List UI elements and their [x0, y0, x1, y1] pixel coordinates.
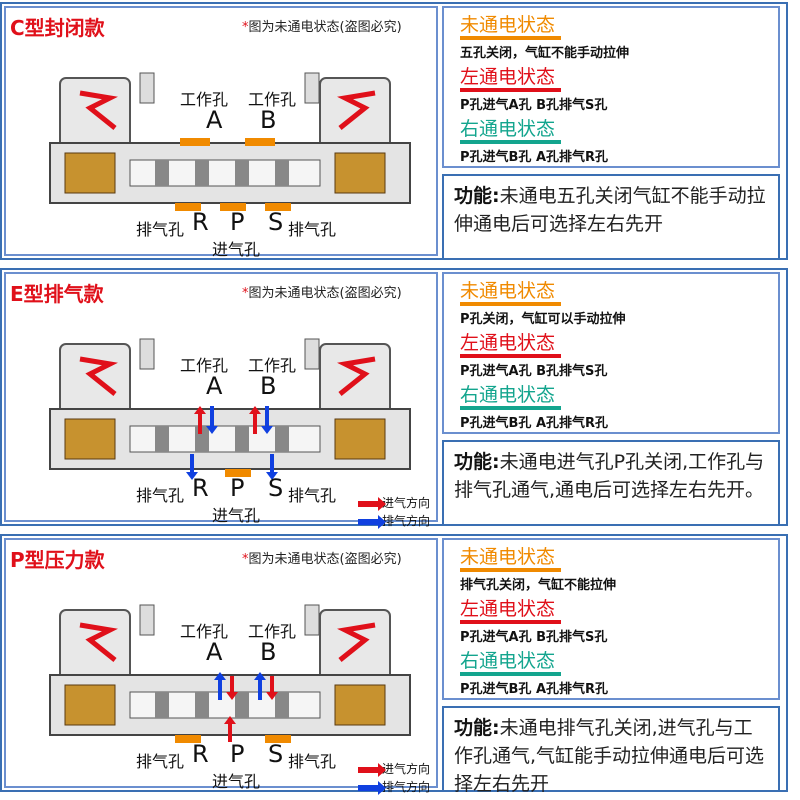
lightning-icon: [337, 622, 376, 662]
valve-diagram: 工作孔 工作孔 A B 排气孔 R P S 排气孔 进气孔 进气方向 排气方向: [20, 314, 430, 529]
section-title: C型封闭款: [10, 16, 105, 40]
label-work-port-a: 工作孔: [180, 90, 229, 109]
status-box: 未通电状态 五孔关闭，气缸不能手动拉伸 左通电状态 P孔进气A孔 B孔排气S孔 …: [442, 6, 780, 168]
right-solenoid: [334, 152, 386, 194]
legend-intake: 进气方向: [358, 494, 430, 511]
left-solenoid: [64, 152, 116, 194]
lightning-icon: [79, 356, 118, 396]
status-right-powered: 右通电状态 P孔进气B孔 A孔排气R孔: [460, 384, 609, 431]
section-p-type: P型压力款 *图为未通电状态(盗图必究): [0, 534, 788, 795]
legend-exhaust: 排气方向: [358, 778, 430, 795]
left-terminal: [139, 72, 155, 104]
label-inlet: 进气孔: [212, 240, 261, 259]
legend-intake: 进气方向: [358, 760, 430, 777]
label-r: R: [192, 474, 209, 502]
section-c-type: C型封闭款 *图为未通电状态(盗图必究): [0, 2, 788, 260]
valve-illustration: [49, 72, 411, 211]
valve-illustration: [49, 604, 411, 743]
port-seal: [245, 138, 275, 146]
status-left-powered: 左通电状态 P孔进气A孔 B孔排气S孔: [460, 66, 608, 113]
valve-diagram: 工作孔 工作孔 A B 排气孔 R P S 排气孔 进气孔: [20, 48, 430, 259]
lightning-icon: [337, 90, 376, 130]
function-box: 功能:未通电排气孔关闭,进气孔与工作孔通气,气缸能手动拉伸通电后可选择左右先开: [442, 706, 780, 795]
copyright-note: *图为未通电状态(盗图必究): [242, 20, 402, 35]
label-work-port-a: 工作孔: [180, 356, 229, 375]
label-r: R: [192, 208, 209, 236]
label-s: S: [268, 208, 284, 236]
port-seal: [175, 203, 201, 211]
function-box: 功能:未通电五孔关闭气缸不能手动拉伸通电后可选择左右先开: [442, 174, 780, 260]
diagram-panel: E型排气款 *图为未通电状态(盗图必究): [4, 272, 438, 529]
spool-land: [235, 160, 249, 186]
section-title: P型压力款: [10, 548, 105, 572]
function-box: 功能:未通电进气孔P孔关闭,工作孔与排气孔通气,通电后可选择左右先开。: [442, 440, 780, 526]
valve-illustration: [49, 338, 411, 480]
lightning-icon: [79, 90, 118, 130]
section-title: E型排气款: [10, 282, 104, 306]
label-s: S: [268, 474, 284, 502]
copyright-note: *图为未通电状态(盗图必究): [242, 286, 402, 301]
label-work-port-b: 工作孔: [248, 622, 297, 641]
label-s: S: [268, 740, 284, 768]
section-e-type: E型排气款 *图为未通电状态(盗图必究): [0, 268, 788, 529]
label-p: P: [230, 208, 245, 236]
status-left-powered: 左通电状态 P孔进气A孔 B孔排气S孔: [460, 598, 608, 645]
status-unpowered: 未通电状态 排气孔关闭，气缸不能拉伸: [460, 546, 617, 593]
label-r: R: [192, 740, 209, 768]
label-exhaust-left: 排气孔: [136, 486, 185, 505]
label-p: P: [230, 740, 245, 768]
status-unpowered: 未通电状态 五孔关闭，气缸不能手动拉伸: [460, 14, 630, 61]
status-right-powered: 右通电状态 P孔进气B孔 A孔排气R孔: [460, 650, 609, 697]
label-a: A: [206, 638, 223, 666]
label-work-port-b: 工作孔: [248, 90, 297, 109]
label-inlet: 进气孔: [212, 506, 261, 525]
lightning-icon: [337, 356, 376, 396]
spool-land: [195, 160, 209, 186]
label-b: B: [260, 638, 277, 666]
port-seal: [180, 138, 210, 146]
label-a: A: [206, 106, 223, 134]
label-work-port-a: 工作孔: [180, 622, 229, 641]
status-box: 未通电状态 排气孔关闭，气缸不能拉伸 左通电状态 P孔进气A孔 B孔排气S孔 右…: [442, 538, 780, 700]
label-a: A: [206, 372, 223, 400]
spool-land: [275, 160, 289, 186]
status-box: 未通电状态 P孔关闭，气缸可以手动拉伸 左通电状态 P孔进气A孔 B孔排气S孔 …: [442, 272, 780, 434]
legend-exhaust: 排气方向: [358, 512, 430, 529]
copyright-note: *图为未通电状态(盗图必究): [242, 552, 402, 567]
status-right-powered: 右通电状态 P孔进气B孔 A孔排气R孔: [460, 118, 609, 165]
label-b: B: [260, 106, 277, 134]
diagram-panel: P型压力款 *图为未通电状态(盗图必究): [4, 538, 438, 795]
label-exhaust-right: 排气孔: [288, 220, 337, 239]
port-seal: [265, 203, 291, 211]
diagram-panel: C型封闭款 *图为未通电状态(盗图必究): [4, 6, 438, 259]
label-exhaust-right: 排气孔: [288, 752, 337, 771]
spool-land: [155, 160, 169, 186]
label-exhaust-left: 排气孔: [136, 752, 185, 771]
label-work-port-b: 工作孔: [248, 356, 297, 375]
port-seal: [220, 203, 246, 211]
status-unpowered: 未通电状态 P孔关闭，气缸可以手动拉伸: [460, 280, 626, 327]
valve-diagram: 工作孔 工作孔 A B 排气孔 R P S 排气孔 进气孔 进气方向 排气方向: [20, 580, 430, 795]
lightning-icon: [79, 622, 118, 662]
label-p: P: [230, 474, 245, 502]
right-terminal: [304, 72, 320, 104]
label-exhaust-left: 排气孔: [136, 220, 185, 239]
label-b: B: [260, 372, 277, 400]
label-exhaust-right: 排气孔: [288, 486, 337, 505]
label-inlet: 进气孔: [212, 772, 261, 791]
status-left-powered: 左通电状态 P孔进气A孔 B孔排气S孔: [460, 332, 608, 379]
